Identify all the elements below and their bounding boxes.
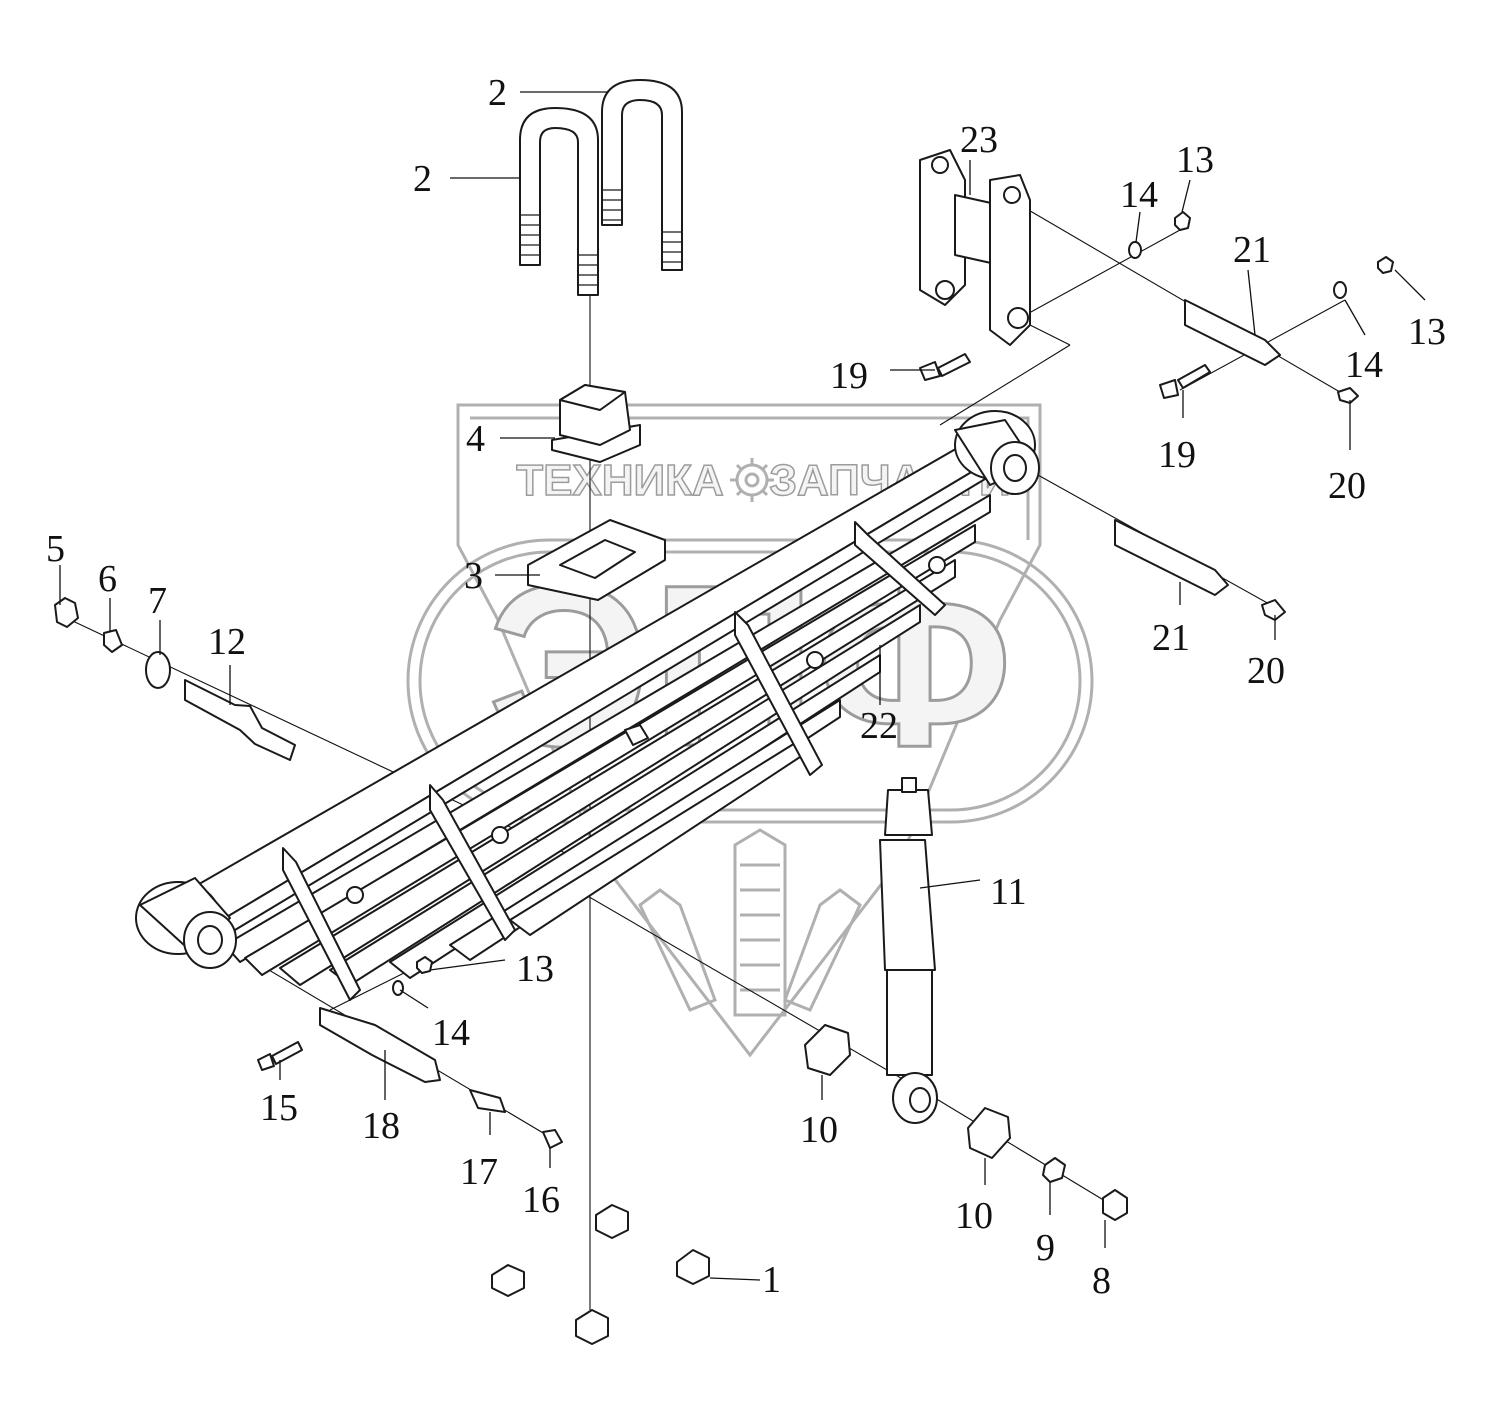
callout-6: 6 [98, 558, 117, 600]
rear-pin-assembly [257, 956, 563, 1149]
callout-21-top: 21 [1233, 229, 1271, 271]
shock-absorber-assembly [804, 777, 1128, 1221]
nut-8 [1102, 1189, 1128, 1221]
u-bolt-left [519, 107, 599, 296]
washer-10-right [967, 1107, 1011, 1159]
callout-8: 8 [1092, 1260, 1111, 1302]
callout-9: 9 [1036, 1227, 1055, 1269]
callout-21-bottom: 21 [1152, 617, 1190, 659]
callout-23: 23 [960, 119, 998, 161]
callout-5: 5 [46, 528, 65, 570]
callout-22: 22 [860, 705, 898, 747]
gear-icon [730, 458, 774, 502]
callout-4: 4 [466, 418, 485, 460]
u-bolt-right [601, 79, 683, 271]
bump-stop [551, 384, 641, 463]
hex-nut-5 [54, 597, 79, 628]
spring-pin-assembly [54, 597, 296, 761]
watermark-oval [406, 538, 1094, 824]
callout-7: 7 [148, 580, 167, 622]
callout-14-right: 14 [1345, 344, 1383, 386]
callout-13-bottom: 13 [516, 948, 554, 990]
callout-2-upper: 2 [488, 72, 507, 114]
callout-14-top: 14 [1120, 174, 1158, 216]
leaf-spring [135, 410, 1040, 1001]
watermark-shield [456, 403, 1042, 1058]
callout-2-lower: 2 [413, 158, 432, 200]
callout-18: 18 [362, 1105, 400, 1147]
washer-10-left [804, 1024, 851, 1076]
spring-saddle-pad [527, 519, 666, 601]
callout-11: 11 [990, 871, 1027, 913]
callout-17: 17 [460, 1151, 498, 1193]
watermark-text-left: ТЕХНИКА [516, 456, 724, 505]
watermark-shield-inner [470, 416, 1030, 540]
callout-19-right: 19 [1158, 434, 1196, 476]
callout-3: 3 [464, 555, 483, 597]
callout-16: 16 [522, 1179, 560, 1221]
callout-1: 1 [762, 1259, 781, 1301]
washer-9 [1042, 1157, 1066, 1183]
callout-12: 12 [208, 621, 246, 663]
callout-10-right: 10 [955, 1195, 993, 1237]
shackle-assembly [919, 149, 1394, 621]
callout-19-left: 19 [830, 355, 868, 397]
u-bolt-nuts [491, 1204, 710, 1345]
leader-lines [59, 91, 1426, 1281]
watermark-oval-inner [418, 550, 1082, 812]
callout-20-bottom: 20 [1247, 650, 1285, 692]
callout-15: 15 [260, 1087, 298, 1129]
callout-13-right: 13 [1408, 311, 1446, 353]
flat-washer-7 [145, 651, 171, 689]
callout-20-top: 20 [1328, 465, 1366, 507]
callout-10-left: 10 [800, 1109, 838, 1151]
threaded-pin-12 [184, 679, 296, 761]
callout-14-bottom: 14 [432, 1012, 470, 1054]
watermark-wheat [638, 828, 862, 1017]
callout-labels: 1 2 2 3 4 5 6 7 8 9 10 10 11 12 13 13 13… [46, 72, 1446, 1302]
callout-13-top: 13 [1176, 139, 1214, 181]
lock-washer-6 [103, 629, 123, 653]
